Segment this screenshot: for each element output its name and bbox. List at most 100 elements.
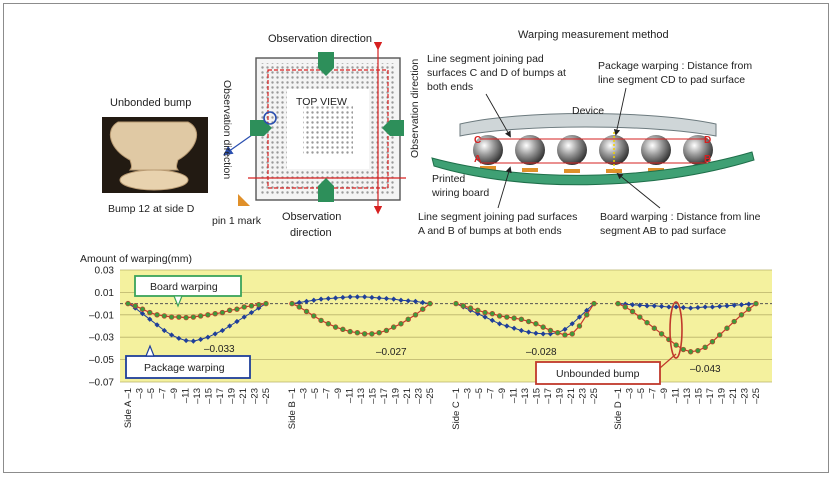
x-tick-label: –11 <box>509 388 520 403</box>
board-point <box>504 314 510 320</box>
y-tick-label: –0.03 <box>89 333 114 344</box>
y-tick-label: –0.05 <box>89 355 114 366</box>
x-tick-label: –23 <box>250 388 261 404</box>
package-point <box>219 327 226 334</box>
x-tick-label: –13 <box>192 388 203 404</box>
board-point <box>205 312 211 318</box>
board-point <box>651 325 658 331</box>
board-point <box>132 303 138 309</box>
package-point <box>340 294 346 301</box>
x-tick-label: –7 <box>322 388 333 399</box>
x-tick-label: –11 <box>671 388 682 403</box>
board-point <box>453 300 459 307</box>
package-point <box>504 323 510 329</box>
board-point <box>673 342 679 348</box>
package-point <box>738 302 745 308</box>
board-point <box>518 316 525 322</box>
x-tick-label: –19 <box>391 388 402 404</box>
board-point <box>125 300 131 307</box>
x-axis: Side A –1–3–5–7–9–11–13–15–17–19–21–23–2… <box>123 388 762 430</box>
y-tick-label: –0.07 <box>89 378 114 389</box>
package-point <box>673 304 679 310</box>
package-point <box>496 321 503 327</box>
x-tick-label: –9 <box>497 388 508 399</box>
measurement-title: Warping measurement method <box>518 29 669 41</box>
board-warp-text-2: segment AB to pad surface <box>600 225 726 237</box>
package-point <box>354 294 360 300</box>
device-body <box>459 113 717 137</box>
y-tick-label: –0.01 <box>89 310 114 321</box>
package-point <box>405 298 411 304</box>
board-point <box>340 326 346 333</box>
green-arrow-bottom <box>318 186 334 202</box>
board-point <box>460 303 466 309</box>
x-tick-label: –11 <box>345 388 356 403</box>
x-tick-label: –5 <box>310 388 321 399</box>
printed-label-1: Printed <box>432 173 465 185</box>
x-tick-label: –15 <box>532 388 543 404</box>
x-tick-label: –21 <box>728 388 739 404</box>
package-point <box>398 297 404 303</box>
package-point <box>383 295 390 302</box>
package-point <box>695 304 701 311</box>
x-tick-label: –23 <box>740 388 751 404</box>
board-point <box>731 318 737 325</box>
package-point <box>629 302 636 308</box>
observation-left-label: Observation direction <box>221 80 233 179</box>
package-point <box>526 329 532 335</box>
board-point <box>161 313 168 319</box>
board-point <box>584 312 590 318</box>
board-point <box>139 306 146 312</box>
package-point <box>569 321 575 327</box>
board-point <box>147 309 153 316</box>
warping-chart: Amount of warping(mm) 0.030.01–0.01–0.03… <box>80 253 772 430</box>
board-point <box>724 325 730 331</box>
package-point <box>412 298 419 304</box>
board-point <box>622 304 628 310</box>
board-point <box>569 331 575 337</box>
board-point <box>680 346 687 353</box>
min-value-label: –0.033 <box>204 344 235 355</box>
package-point <box>709 304 716 310</box>
package-point <box>511 325 517 331</box>
x-tick-label: –17 <box>379 388 390 404</box>
green-arrow-right <box>390 120 404 136</box>
wiring-board <box>431 151 755 186</box>
callout-unbonded-text: Unbounded bump <box>556 368 640 380</box>
x-tick-label: –5 <box>474 388 485 399</box>
chart-ylabel: Amount of warping(mm) <box>80 253 192 265</box>
x-tick-label: –21 <box>566 388 577 404</box>
device-label: Device <box>572 105 604 117</box>
package-point <box>234 318 240 325</box>
bump-caption: Bump 12 at side D <box>108 203 195 215</box>
x-tick-label: –19 <box>717 388 728 404</box>
package-point <box>688 305 694 311</box>
package-point <box>176 335 182 341</box>
observation-top-label: Observation direction <box>268 33 372 45</box>
package-point <box>296 299 302 306</box>
board-point <box>496 313 503 319</box>
board-point <box>197 313 204 319</box>
package-point <box>154 322 160 328</box>
package-point <box>190 338 196 344</box>
board-point <box>303 308 310 315</box>
measurement-panel: Warping measurement method Line segment … <box>418 29 761 237</box>
x-tick-label: Side B –1 <box>287 388 298 429</box>
x-tick-label: Side D –1 <box>613 388 624 430</box>
package-point <box>644 303 650 309</box>
package-point <box>518 327 524 334</box>
x-tick-label: –13 <box>520 388 531 404</box>
board-point <box>475 307 481 314</box>
board-point <box>190 314 197 320</box>
board-point <box>547 327 554 334</box>
package-point <box>325 295 331 302</box>
board-point <box>183 314 189 321</box>
x-tick-label: –17 <box>543 388 554 404</box>
y-axis: 0.030.01–0.01–0.03–0.05–0.07 <box>89 266 114 389</box>
x-tick-label: –3 <box>625 388 636 399</box>
callout-package-text: Package warping <box>144 362 225 374</box>
x-tick-label: –9 <box>333 388 344 399</box>
x-tick-label: –7 <box>158 388 169 399</box>
board-point <box>318 317 324 324</box>
x-tick-label: –23 <box>578 388 589 404</box>
